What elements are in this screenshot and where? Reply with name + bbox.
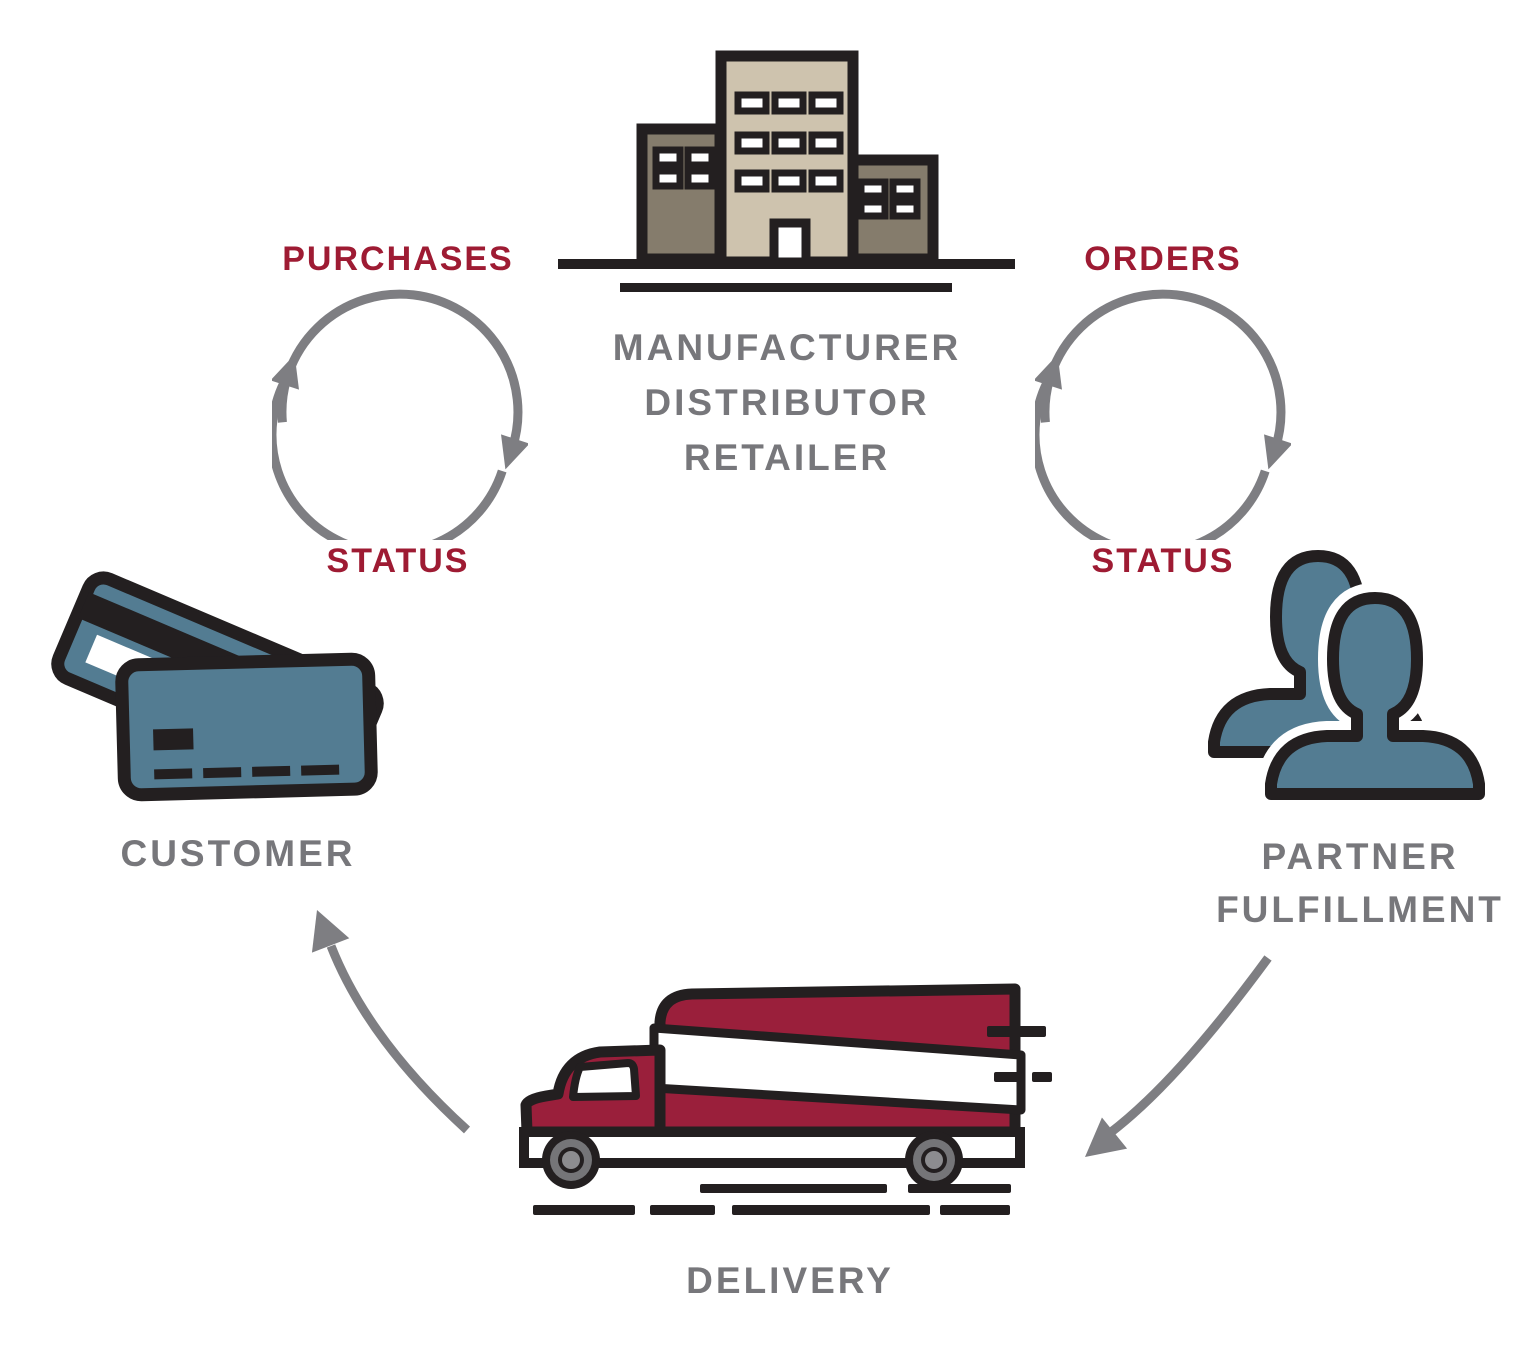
status-right-label: STATUS bbox=[1091, 542, 1235, 580]
partner-node-label: PARTNER FULFILLMENT bbox=[1216, 830, 1504, 936]
center-label-line: RETAILER bbox=[683, 437, 891, 478]
people-icon bbox=[1200, 548, 1500, 818]
building-icon bbox=[558, 50, 1015, 292]
truck-rear-wheel bbox=[905, 1131, 963, 1189]
cycle-arrows-left-icon bbox=[272, 289, 528, 540]
center-label-line: MANUFACTURER bbox=[612, 327, 962, 368]
arrow-delivery-to-customer-icon bbox=[311, 910, 471, 1134]
purchases-label: PURCHASES bbox=[282, 240, 514, 278]
truck-icon bbox=[519, 983, 1052, 1215]
status-left-label: STATUS bbox=[326, 542, 470, 580]
customer-label: CUSTOMER bbox=[120, 833, 356, 874]
center-node-label: MANUFACTURER DISTRIBUTOR RETAILER bbox=[613, 320, 961, 485]
arrow-partner-to-delivery-icon bbox=[1085, 955, 1272, 1157]
truck-front-wheel bbox=[542, 1131, 600, 1189]
partner-label-line: FULFILLMENT bbox=[1216, 889, 1504, 930]
cycle-arrows-right-icon bbox=[1035, 284, 1291, 540]
orders-label: ORDERS bbox=[1084, 240, 1242, 278]
partner-label-line: PARTNER bbox=[1261, 836, 1459, 877]
delivery-label: DELIVERY bbox=[686, 1260, 894, 1301]
center-label-line: DISTRIBUTOR bbox=[644, 382, 930, 423]
credit-cards-icon bbox=[51, 571, 384, 802]
